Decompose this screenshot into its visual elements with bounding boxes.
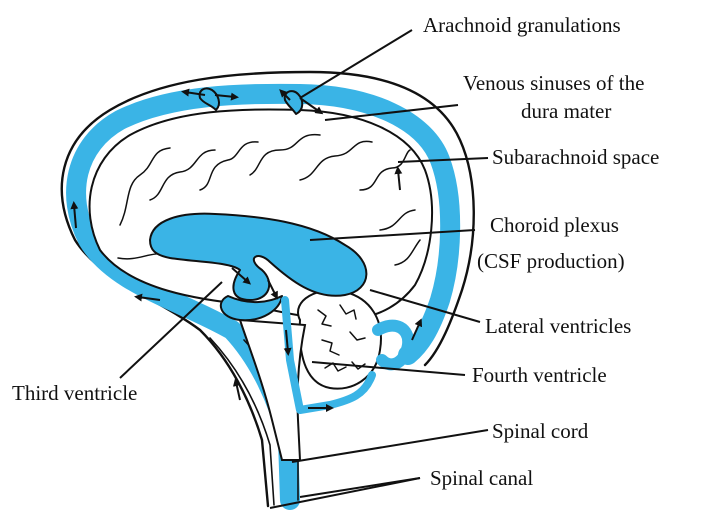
label-third-ventricle: Third ventricle [12,381,137,405]
label-fourth-ventricle: Fourth ventricle [472,363,607,387]
label-spinal-canal: Spinal canal [430,466,533,490]
label-subarachnoid-space: Subarachnoid space [492,145,659,169]
label-choroid-plexus-line1: Choroid plexus [490,213,619,237]
label-choroid-plexus-line2: (CSF production) [477,249,625,273]
label-spinal-cord: Spinal cord [492,419,589,443]
leader-spinal-cord [292,430,488,462]
label-venous-sinuses-line2: dura mater [521,99,611,123]
label-lateral-ventricles: Lateral ventricles [485,314,631,338]
leader-arachnoid [300,30,412,98]
label-venous-sinuses-line1: Venous sinuses of the [463,71,644,95]
label-arachnoid-granulations: Arachnoid granulations [423,13,621,37]
posterior-csf-loop [378,326,408,365]
